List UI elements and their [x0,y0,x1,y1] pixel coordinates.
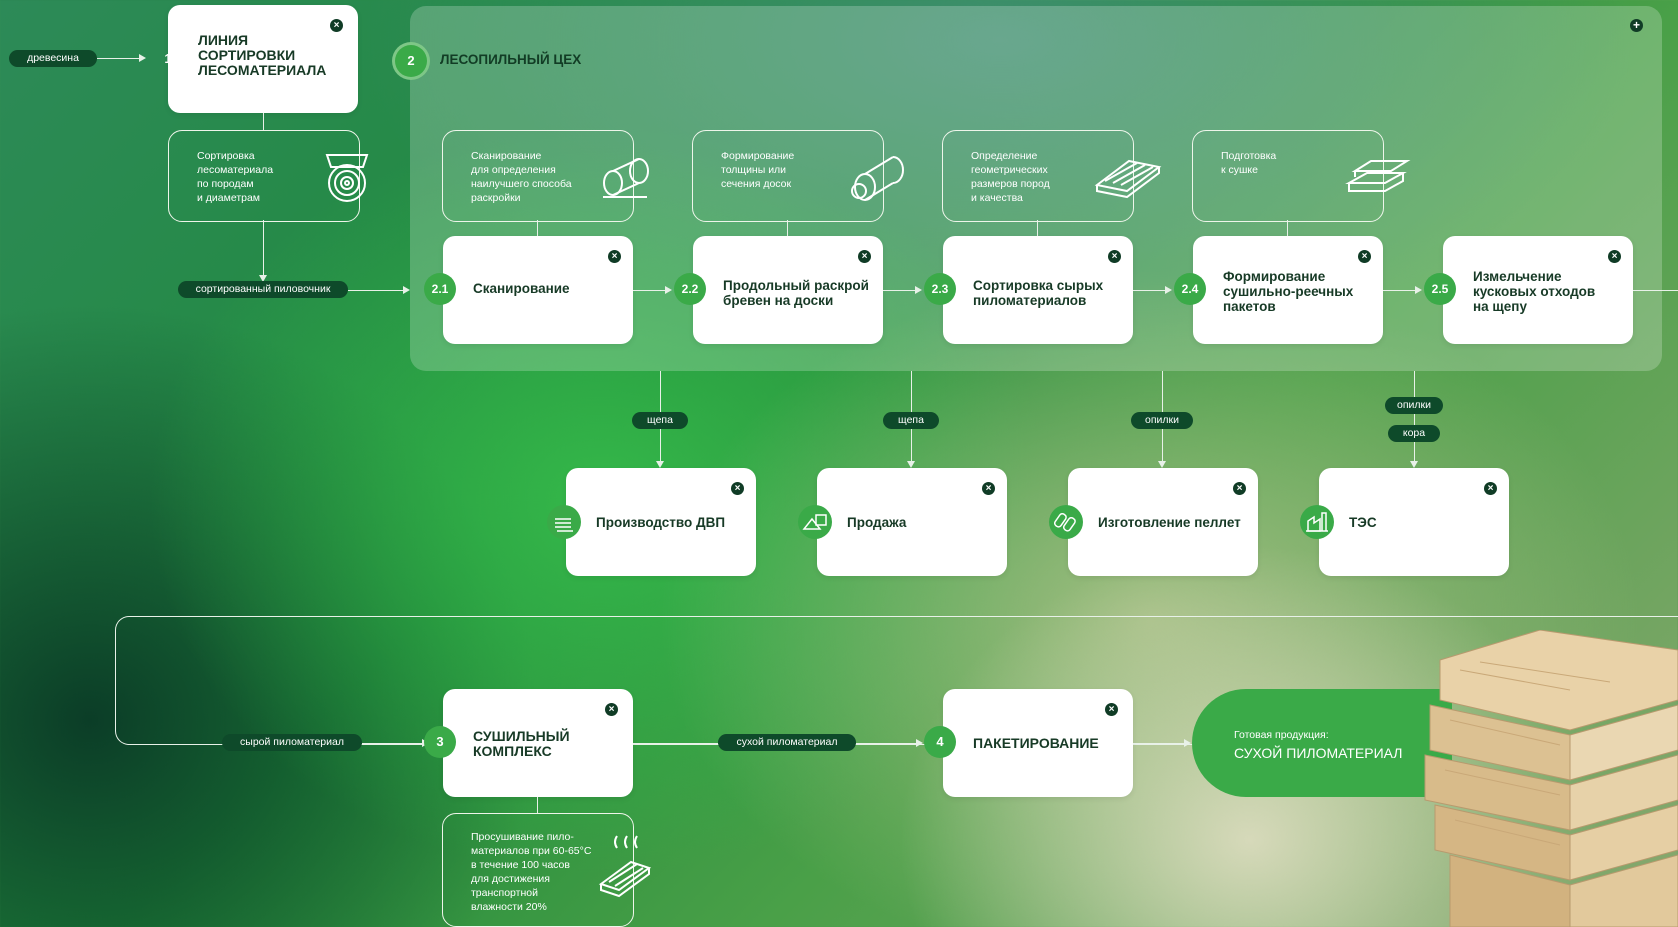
board-measure-icon [1094,159,1162,199]
substep-2-4-number: 2.4 [1174,273,1206,305]
final-product-title: СУХОЙ ПИЛОМАТЕРИАЛ [1234,745,1403,761]
substep-2-3-number: 2.3 [924,273,956,305]
step1-card[interactable]: ЛИНИЯ СОРТИРОВКИ ЛЕСОМАТЕРИАЛА × [168,5,358,113]
step4-title: ПАКЕТИРОВАНИЕ [973,735,1099,751]
step1-description: Сортировка лесоматериала по породам и ди… [168,130,369,222]
step3-close-button[interactable]: × [605,703,618,716]
substep-2-3-close-button[interactable]: × [1108,250,1121,263]
camera-sorting-icon [325,154,369,202]
substep-2-1-card[interactable]: Сканирование × [443,236,633,344]
substep-2-2-number: 2.2 [674,273,706,305]
substep-2-1-number: 2.1 [424,273,456,305]
output-power-close-button[interactable]: × [1484,482,1497,495]
final-product-label: Готовая продукция: [1234,729,1329,741]
input-wood-pill: древесина [9,50,97,67]
output-power-title: ТЭС [1349,515,1377,530]
step4-close-button[interactable]: × [1105,703,1118,716]
step2-title: ЛЕСОПИЛЬНЫЙ ЦЕХ [440,52,582,67]
byproduct-pill-chips-2: щепа [883,412,939,429]
output-fiberboard-title: Производство ДВП [596,515,726,530]
drying-boards-icon [598,835,652,898]
byproduct-pill-bark: кора [1388,425,1440,442]
sale-icon [798,505,832,539]
logs-scan-icon [603,158,649,198]
step3-description: Просушивание пило-материалов при 60-65°C… [442,813,652,927]
byproduct-pill-sawdust-2: опилки [1385,397,1443,414]
output-fiberboard-card[interactable]: Производство ДВП × [566,468,756,576]
substep-2-1-title: Сканирование [473,281,570,296]
step3-number: 3 [424,726,456,758]
substep-2-2-close-button[interactable]: × [858,250,871,263]
fiberboard-icon [547,505,581,539]
board-stack-icon [1345,160,1411,192]
output-sale-card[interactable]: Продажа × [817,468,1007,576]
log-saw-icon [851,156,904,201]
step2-expand-button[interactable]: + [1630,19,1643,32]
step1-number: 1 [164,51,172,66]
substep-2-4-close-button[interactable]: × [1358,250,1371,263]
pellets-icon [1049,505,1083,539]
flow-sorted-pill: сортированный пиловочник [178,281,348,298]
substep-2-5-number: 2.5 [1424,273,1456,305]
final-product-badge: Готовая продукция: СУХОЙ ПИЛОМАТЕРИАЛ [1192,689,1452,797]
lumber-stack-image [1424,630,1678,927]
byproduct-pill-sawdust-1: опилки [1131,412,1193,429]
byproduct-pill-chips-1: щепа [632,412,688,429]
step4-number: 4 [924,726,956,758]
output-power-card[interactable]: ТЭС × [1319,468,1509,576]
step1-close-button[interactable]: × [330,19,343,32]
step4-card[interactable]: ПАКЕТИРОВАНИЕ × [943,689,1133,797]
substep-2-5-close-button[interactable]: × [1608,250,1621,263]
step2-number: 2 [392,42,430,80]
output-pellets-card[interactable]: Изготовление пеллет × [1068,468,1258,576]
output-pellets-close-button[interactable]: × [1233,482,1246,495]
power-plant-icon [1300,505,1334,539]
loop-connector [115,616,1678,745]
output-sale-title: Продажа [847,515,907,530]
step1-title: ЛИНИЯ СОРТИРОВКИ ЛЕСОМАТЕРИАЛА [198,32,327,78]
output-pellets-title: Изготовление пеллет [1098,515,1241,530]
output-fiberboard-close-button[interactable]: × [731,482,744,495]
substep-2-1-close-button[interactable]: × [608,250,621,263]
flow-dry-pill: сухой пиломатериал [718,734,856,751]
flow-raw-pill: сырой пиломатериал [222,734,362,751]
output-sale-close-button[interactable]: × [982,482,995,495]
